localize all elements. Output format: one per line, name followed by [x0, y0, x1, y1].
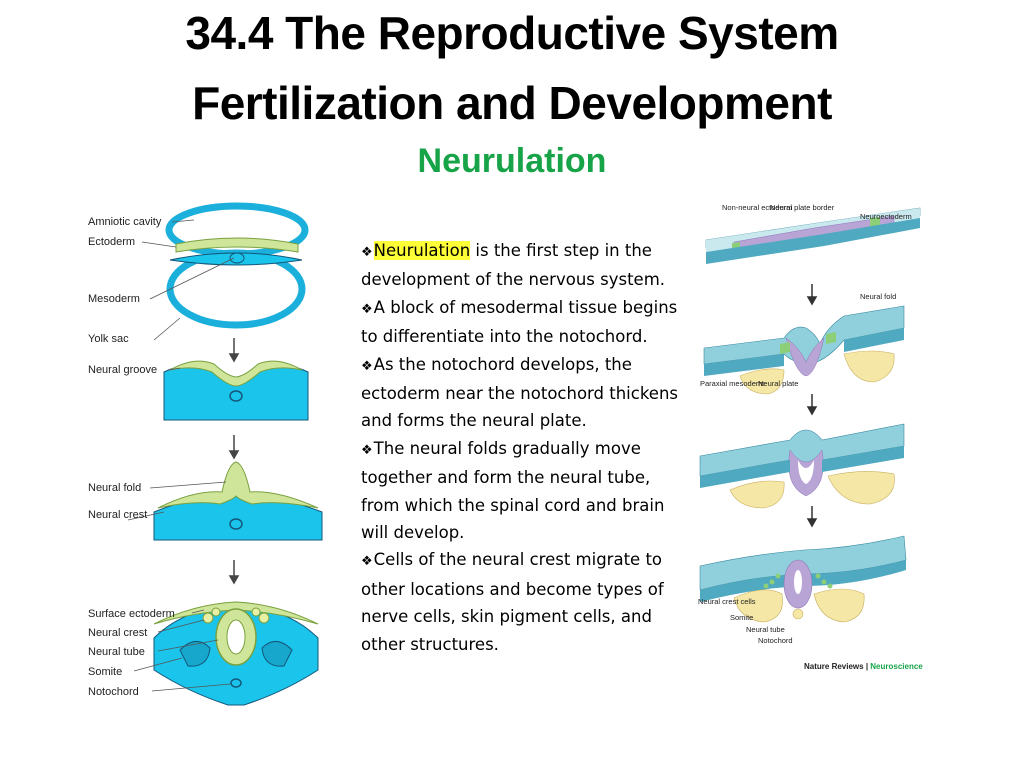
stage-3-neural-fold [153, 461, 323, 541]
highlight-term: Neurulation [373, 241, 471, 260]
bullet-item: ❖Neurulation is the first step in the de… [361, 237, 679, 294]
stage-d-neural-tube [699, 535, 907, 623]
label-mesoderm: Mesoderm [88, 293, 140, 305]
bullet-text: is the first step in the development of … [361, 241, 666, 290]
label-somite: Somite [88, 666, 122, 678]
label-neural-tube: Neural tube [746, 625, 785, 634]
label-yolk-sac: Yolk sac [88, 333, 129, 345]
label-neural-fold: Neural fold [88, 482, 141, 494]
stage-b-neural-fold [703, 305, 905, 395]
label-neural-crest-2: Neural crest [88, 627, 147, 639]
diamond-bullet-icon: ❖ [361, 301, 373, 317]
bullet-text: A block of mesodermal tissue begins to d… [361, 297, 678, 347]
bullet-text: The neural folds gradually move together… [361, 438, 665, 543]
bullet-item: ❖A block of mesodermal tissue begins to … [361, 294, 679, 351]
title-line-2: Fertilization and Development [192, 77, 832, 129]
label-paraxial-mesoderm: Paraxial mesoderm [700, 379, 765, 388]
label-neural-crest-cells: Neural crest cells [698, 597, 756, 606]
title-line-1: 34.4 The Reproductive System [185, 7, 839, 59]
label-notochord: Notochord [88, 686, 139, 698]
left-neurulation-diagram: Amniotic cavity Ectoderm Mesoderm Yolk s… [88, 202, 323, 706]
label-neural-tube: Neural tube [88, 646, 145, 658]
down-arrow-icon [228, 338, 240, 585]
stage-2-neural-groove [163, 360, 309, 421]
bullet-item: ❖The neural folds gradually move togethe… [361, 435, 679, 547]
leader-lines [127, 219, 235, 692]
down-arrow-icon [806, 284, 818, 528]
label-neuroectoderm: Neuroectoderm [860, 212, 912, 221]
diamond-bullet-icon: ❖ [361, 554, 373, 570]
label-non-neural-ectoderm: Non-neural ectoderm [722, 203, 792, 212]
diamond-bullet-icon: ❖ [361, 358, 373, 374]
diamond-bullet-icon: ❖ [361, 442, 373, 458]
source-separator: | [864, 662, 871, 671]
bullet-item: ❖Cells of the neural crest migrate to ot… [361, 546, 679, 658]
label-neural-plate-border: Neural plate border [770, 203, 835, 212]
label-neural-crest-1: Neural crest [88, 509, 147, 521]
label-neural-groove: Neural groove [88, 364, 157, 376]
label-neural-fold: Neural fold [860, 292, 896, 301]
right-neurulation-diagram: Non-neural ectoderm Neural plate border … [698, 203, 923, 671]
source-prefix: Nature Reviews [804, 662, 864, 671]
label-surface-ectoderm: Surface ectoderm [88, 608, 175, 620]
stage-4-neural-tube [153, 601, 319, 706]
bullet-text: Cells of the neural crest migrate to oth… [361, 550, 664, 654]
label-notochord: Notochord [758, 636, 793, 645]
bullet-item: ❖As the notochord develops, the ectoderm… [361, 351, 679, 435]
label-amniotic-cavity: Amniotic cavity [88, 216, 162, 228]
label-neural-plate: Neural plate [758, 379, 798, 388]
label-somite: Somite [730, 613, 753, 622]
subtitle: Neurulation [417, 142, 607, 180]
stage-a-neural-plate [705, 207, 921, 264]
stage-c-neural-groove [699, 423, 905, 509]
diamond-bullet-icon: ❖ [361, 245, 373, 260]
source-suffix: Neuroscience [870, 662, 923, 671]
label-ectoderm: Ectoderm [88, 236, 135, 248]
source-credit: Nature Reviews | Neuroscience [804, 662, 923, 671]
bullet-list: ❖Neurulation is the first step in the de… [361, 237, 679, 658]
bullet-text: As the notochord develops, the ectoderm … [361, 354, 679, 431]
stage-1-embryonic-disc [165, 202, 309, 329]
